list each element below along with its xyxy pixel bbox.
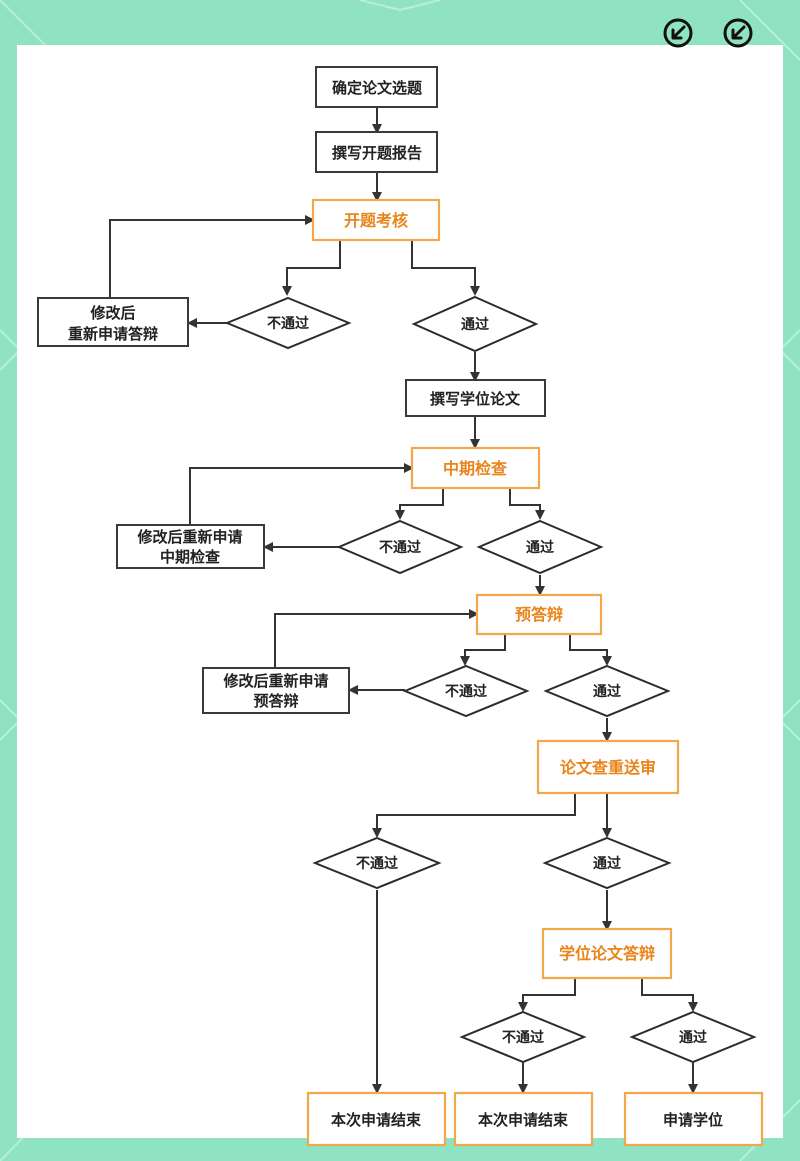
svg-text:开题考核: 开题考核	[344, 211, 408, 230]
svg-text:不通过: 不通过	[379, 539, 421, 556]
svg-text:论文查重送审: 论文查重送审	[560, 758, 656, 777]
decision-defense-pass: 通过	[629, 1010, 757, 1064]
svg-text:本次申请结束: 本次申请结束	[478, 1111, 569, 1129]
svg-text:中期检查: 中期检查	[443, 459, 507, 478]
svg-text:本次申请结束: 本次申请结束	[331, 1111, 422, 1129]
decision-review-fail: 不通过	[312, 836, 442, 890]
svg-text:通过: 通过	[593, 683, 621, 700]
svg-text:不通过: 不通过	[502, 1029, 544, 1046]
svg-text:确定论文选题: 确定论文选题	[332, 79, 423, 97]
node-write-proposal: 撰写开题报告	[315, 131, 438, 173]
svg-text:不通过: 不通过	[445, 683, 487, 700]
node-proposal-review: 开题考核	[311, 198, 441, 242]
svg-text:撰写开题报告: 撰写开题报告	[332, 144, 422, 162]
svg-text:申请学位: 申请学位	[663, 1111, 723, 1129]
svg-text:修改后重新申请: 修改后重新申请	[136, 528, 242, 546]
node-revise-reapply-defense: 修改后 重新申请答辩	[37, 297, 189, 347]
node-thesis-review: 论文查重送审	[536, 739, 680, 795]
decision-proposal-fail: 不通过	[224, 296, 352, 350]
arrow-down-left-circle-icon[interactable]	[661, 16, 695, 50]
decision-review-pass: 通过	[542, 836, 672, 890]
svg-text:修改后: 修改后	[89, 304, 135, 322]
node-revise-reapply-midterm: 修改后重新申请 中期检查	[116, 524, 265, 569]
decision-proposal-pass: 通过	[411, 295, 539, 353]
svg-text:通过: 通过	[679, 1029, 707, 1046]
node-confirm-topic: 确定论文选题	[315, 66, 438, 108]
svg-text:预答辩: 预答辩	[253, 692, 298, 710]
node-midterm-check: 中期检查	[410, 446, 541, 490]
svg-text:通过: 通过	[461, 316, 489, 333]
node-write-thesis: 撰写学位论文	[405, 379, 546, 417]
decision-midterm-pass: 通过	[476, 519, 604, 575]
svg-text:不通过: 不通过	[267, 315, 309, 332]
svg-text:重新申请答辩: 重新申请答辩	[68, 325, 158, 343]
svg-text:通过: 通过	[593, 855, 621, 872]
decision-pre-defense-fail: 不通过	[402, 664, 530, 718]
svg-text:学位论文答辩: 学位论文答辩	[559, 944, 655, 963]
node-pre-defense: 预答辩	[475, 593, 603, 636]
svg-text:修改后重新申请: 修改后重新申请	[222, 672, 328, 690]
arrow-down-left-circle-icon[interactable]	[721, 16, 755, 50]
node-revise-reapply-pre-defense: 修改后重新申请 预答辩	[202, 667, 350, 714]
svg-text:预答辩: 预答辩	[515, 605, 563, 624]
node-apply-degree: 申请学位	[623, 1091, 764, 1147]
decision-defense-fail: 不通过	[459, 1010, 587, 1064]
node-end-2: 本次申请结束	[453, 1091, 594, 1147]
svg-text:中期检查: 中期检查	[160, 548, 221, 566]
decision-pre-defense-pass: 通过	[543, 664, 671, 718]
connectors	[109, 107, 698, 1094]
node-end-1: 本次申请结束	[306, 1091, 447, 1147]
decision-midterm-fail: 不通过	[336, 519, 464, 575]
svg-text:不通过: 不通过	[356, 855, 398, 872]
node-degree-defense: 学位论文答辩	[541, 927, 673, 980]
svg-text:通过: 通过	[526, 539, 554, 556]
svg-text:撰写学位论文: 撰写学位论文	[430, 390, 521, 408]
